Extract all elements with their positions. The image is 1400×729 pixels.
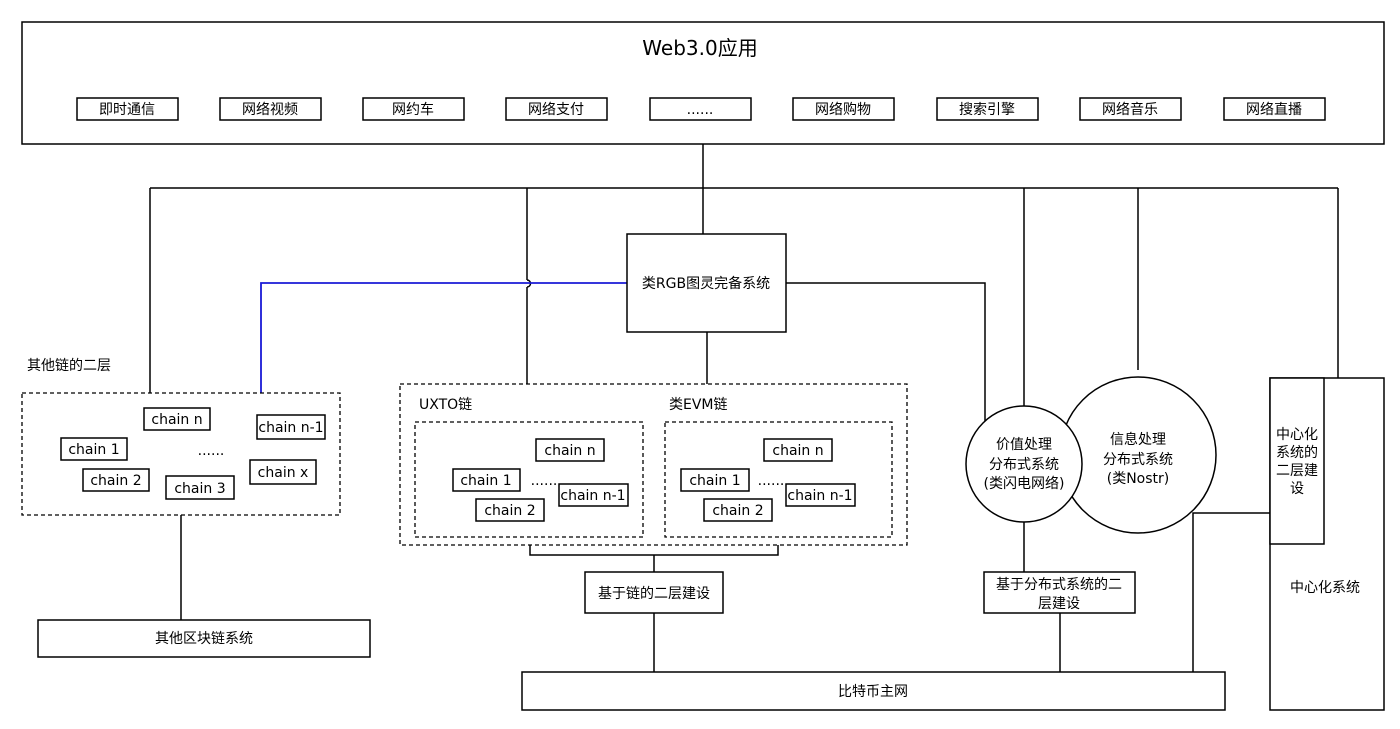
svg-text:chain 2: chain 2 [90,473,141,489]
web3-app-3[interactable]: 网络支付 [505,97,608,121]
connectors [149,144,1339,672]
web3-title: Web3.0应用 [642,36,757,60]
other-chains-layer2: 其他链的二层 chain n chain n-1 chain 1 ...... … [21,358,341,516]
svg-text:chain 3: chain 3 [174,481,225,497]
utxo-chain-n[interactable]: chain n [535,438,605,462]
svg-text:分布式系统: 分布式系统 [989,457,1059,473]
svg-text:chain 1: chain 1 [68,442,119,458]
utxo-chain-n-1[interactable]: chain n-1 [558,483,629,507]
svg-text:价值处理: 价值处理 [996,437,1052,453]
svg-text:网络音乐: 网络音乐 [1102,101,1158,118]
svg-text:信息处理: 信息处理 [1110,431,1166,448]
svg-text:chain n-1: chain n-1 [787,488,852,504]
svg-text:分布式系统: 分布式系统 [1103,452,1173,468]
utxo-chains: UXTO链 chain n chain 1 ...... chain n-1 c… [414,397,644,538]
svg-text:层建设: 层建设 [1038,596,1080,612]
svg-text:chain 2: chain 2 [484,503,535,519]
other-l2-chain-2[interactable]: chain 2 [82,468,150,492]
svg-text:设: 设 [1290,481,1304,497]
other-l2-label: 其他链的二层 [27,358,111,374]
svg-text:类RGB图灵完备系统: 类RGB图灵完备系统 [642,275,770,292]
utxo-chain-2[interactable]: chain 2 [475,498,545,522]
evm-chain-1[interactable]: chain 1 [680,468,750,492]
svg-text:网约车: 网约车 [392,101,434,118]
svg-text:二层建: 二层建 [1276,463,1318,479]
svg-text:搜索引擎: 搜索引擎 [959,101,1015,118]
svg-text:基于分布式系统的二: 基于分布式系统的二 [996,576,1122,593]
evm-chain-n[interactable]: chain n [763,438,833,462]
value-distributed-system-circle[interactable]: 价值处理 分布式系统 (类闪电网络) [965,405,1083,523]
svg-text:chain n: chain n [544,443,595,459]
other-l2-chain-x[interactable]: chain x [249,459,317,485]
info-distributed-system-circle[interactable]: 信息处理 分布式系统 (类Nostr) [1059,376,1217,534]
svg-text:chain 2: chain 2 [712,503,763,519]
svg-text:(类闪电网络): (类闪电网络) [984,476,1065,492]
evm-chain-2[interactable]: chain 2 [703,498,773,522]
svg-text:中心化系统: 中心化系统 [1290,580,1360,596]
svg-text:网络支付: 网络支付 [528,102,584,118]
centralized-layer2-box[interactable]: 中心化 系统的 二层建 设 [1269,377,1325,545]
svg-text:chain x: chain x [258,465,309,481]
rgb-system-box[interactable]: 类RGB图灵完备系统 [626,233,787,333]
svg-text:网络直播: 网络直播 [1246,101,1302,118]
web3-app-8[interactable]: 网络直播 [1223,97,1326,121]
web3-app-7[interactable]: 网络音乐 [1079,97,1182,121]
svg-text:chain n-1: chain n-1 [258,420,323,436]
svg-text:chain n: chain n [151,412,202,428]
svg-text:chain 1: chain 1 [460,473,511,489]
utxo-chain-1[interactable]: chain 1 [452,468,521,492]
svg-text:chain n: chain n [772,443,823,459]
svg-text:比特币主网: 比特币主网 [838,684,908,700]
svg-text:网络购物: 网络购物 [815,102,871,118]
web3-app-1[interactable]: 网络视频 [219,97,322,121]
bitcoin-mainnet-box[interactable]: 比特币主网 [521,671,1226,711]
utxo-ellipsis: ...... [531,473,558,489]
other-l2-chain-1[interactable]: chain 1 [60,437,128,461]
svg-text:基于链的二层建设: 基于链的二层建设 [598,585,710,602]
web3-application-layer: Web3.0应用 即时通信 网络视频 网约车 网络支付 ...... 网络购物 … [21,21,1385,145]
other-blockchain-systems-box[interactable]: 其他区块链系统 [37,619,371,658]
svg-text:系统的: 系统的 [1276,445,1318,461]
web3-app-0[interactable]: 即时通信 [76,97,179,121]
evm-ellipsis: ...... [758,473,785,489]
evm-label: 类EVM链 [669,397,728,413]
other-l2-chain-n-1[interactable]: chain n-1 [256,414,326,440]
svg-text:chain 1: chain 1 [689,473,740,489]
utxo-label: UXTO链 [419,397,472,413]
svg-text:中心化: 中心化 [1276,427,1318,443]
svg-text:(类Nostr): (类Nostr) [1107,471,1170,487]
web3-app-6[interactable]: 搜索引擎 [936,97,1039,121]
evm-chains: 类EVM链 chain n chain 1 ...... chain n-1 c… [664,397,893,538]
other-l2-ellipsis: ...... [198,443,225,459]
blue-connector [260,282,627,393]
svg-text:网络视频: 网络视频 [242,102,298,118]
chain-based-layer2-box[interactable]: 基于链的二层建设 [584,571,724,614]
other-l2-chain-n[interactable]: chain n [143,407,211,431]
other-l2-chain-3[interactable]: chain 3 [165,475,235,500]
svg-text:......: ...... [687,102,714,118]
evm-chain-n-1[interactable]: chain n-1 [785,483,856,507]
distributed-layer2-box[interactable]: 基于分布式系统的二 层建设 [983,571,1136,614]
web3-app-4[interactable]: ...... [649,97,752,121]
svg-text:chain n-1: chain n-1 [560,488,625,504]
web3-app-2[interactable]: 网约车 [362,97,465,121]
chains-group [399,383,908,546]
svg-text:即时通信: 即时通信 [99,102,155,118]
svg-text:其他区块链系统: 其他区块链系统 [155,631,253,647]
web3-app-5[interactable]: 网络购物 [792,97,895,121]
